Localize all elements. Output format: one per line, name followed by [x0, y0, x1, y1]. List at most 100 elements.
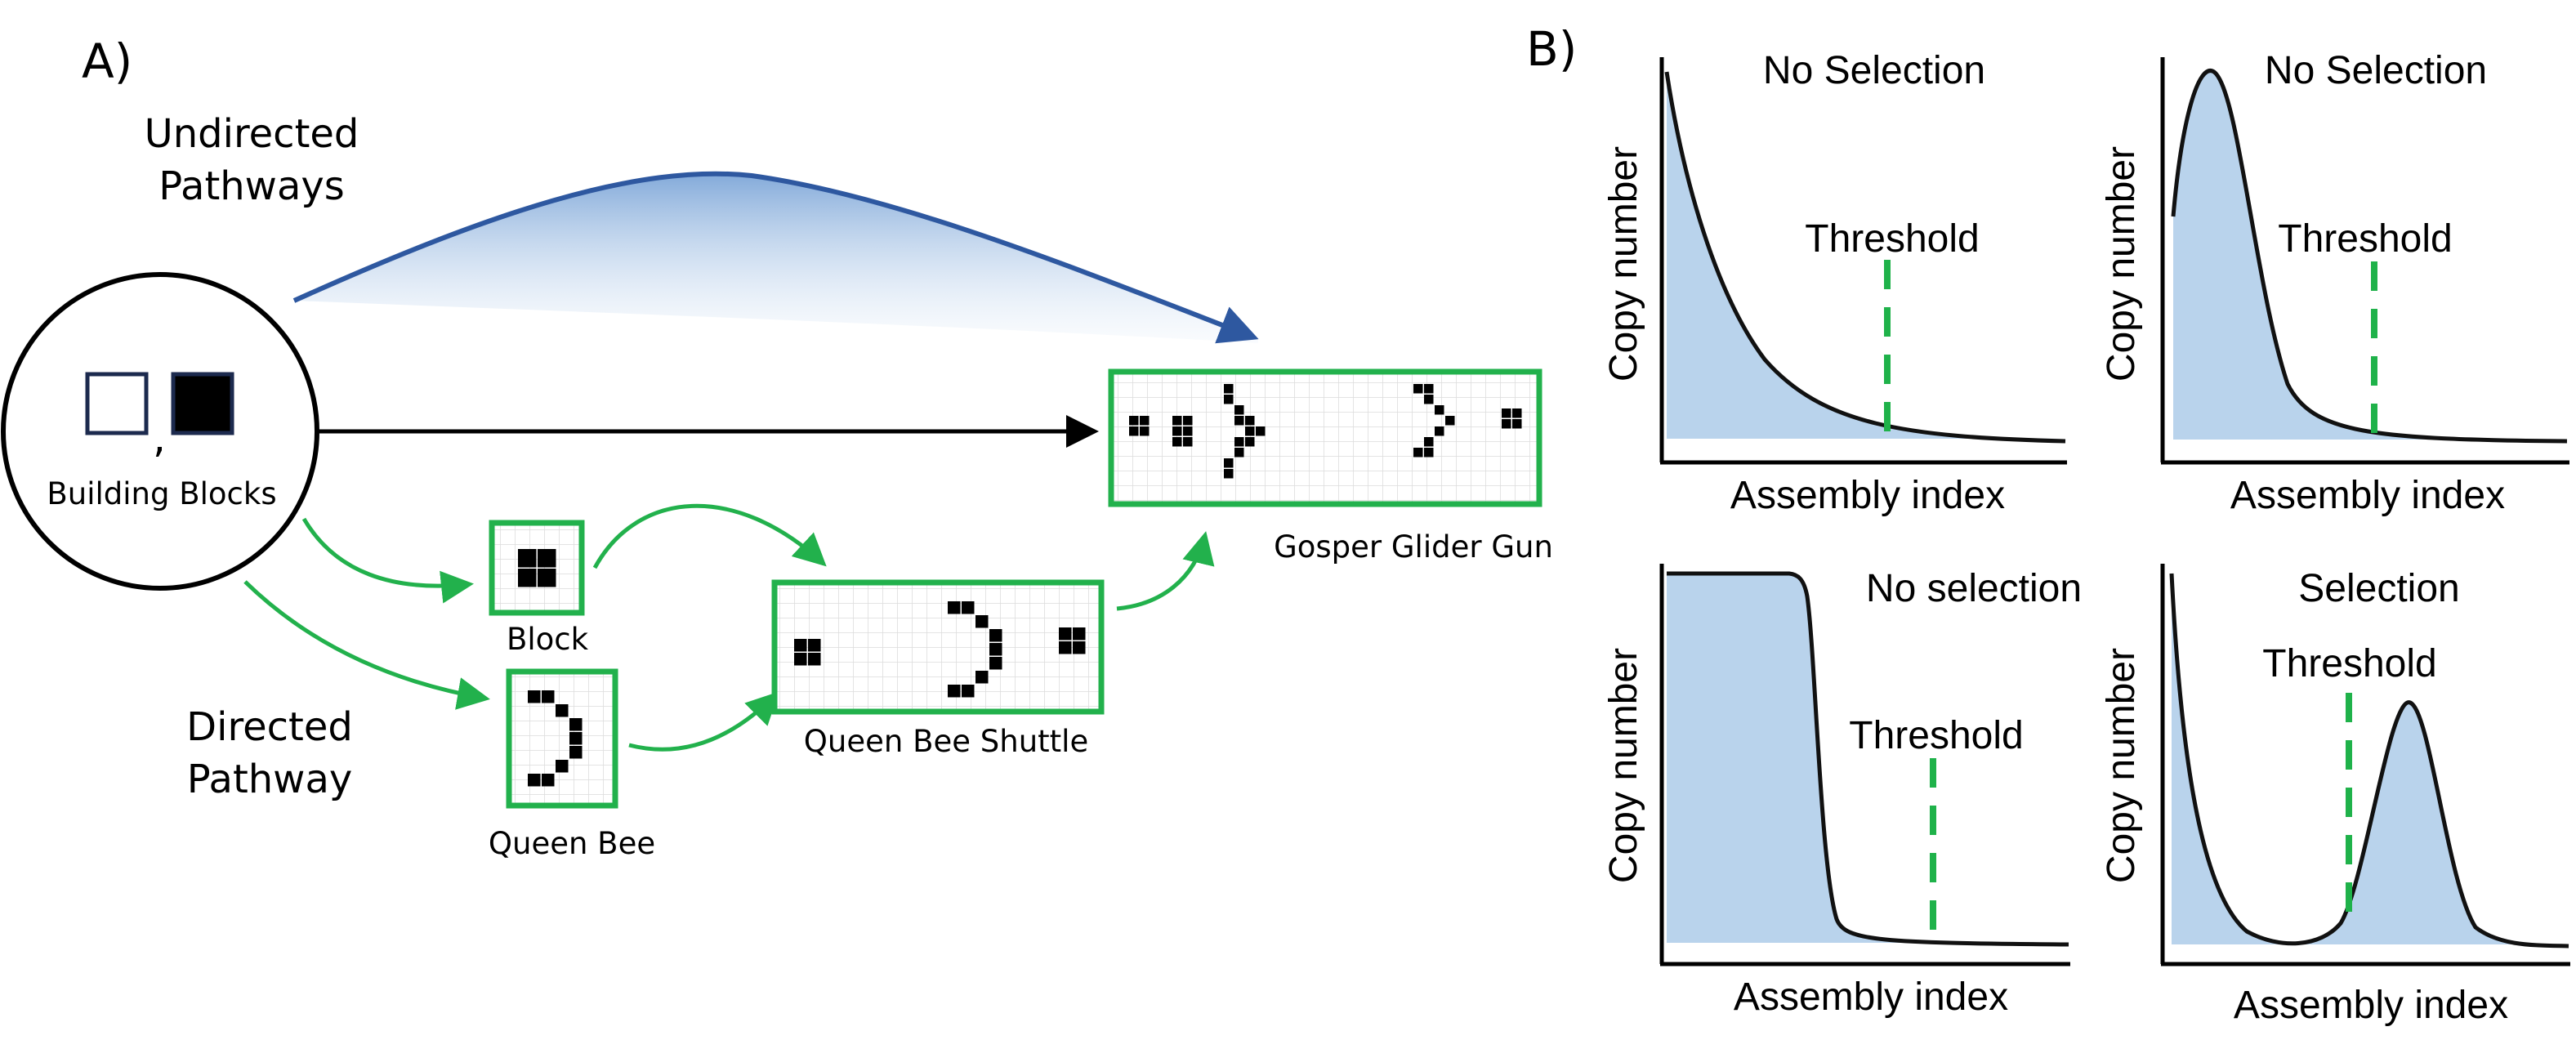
- live-cell: [1224, 384, 1234, 394]
- live-cell: [808, 653, 821, 666]
- chart3-threshold-label: Threshold: [1849, 714, 2023, 757]
- chart3-curve: [1667, 571, 2069, 947]
- live-cell: [518, 549, 537, 568]
- queen-bee-box: [506, 668, 618, 809]
- live-cell: [989, 629, 1002, 642]
- chart4-ylabel: Copy number: [2100, 648, 2143, 883]
- chart1-threshold-label: Threshold: [1805, 217, 1979, 261]
- chart1-title: No Selection: [1763, 49, 1985, 92]
- live-cell: [1413, 384, 1423, 394]
- live-cell: [1234, 437, 1244, 447]
- chart-top-left: No Selection Threshold Assembly index Co…: [1602, 49, 2067, 517]
- chart3-xlabel: Assembly index: [1734, 975, 2008, 1019]
- live-cell: [962, 601, 975, 614]
- live-cell: [569, 732, 583, 745]
- chart4-xlabel: Assembly index: [2234, 984, 2508, 1027]
- live-cell: [1512, 408, 1522, 418]
- chart-bottom-left: No selection Threshold Assembly index Co…: [1602, 564, 2082, 1019]
- live-cell: [794, 653, 807, 666]
- live-cell: [1073, 627, 1086, 641]
- chart-top-right: No Selection Threshold Assembly index Co…: [2100, 49, 2569, 517]
- live-cell: [1245, 437, 1255, 447]
- filled-cell-icon: [171, 372, 234, 435]
- live-cell: [1172, 437, 1182, 447]
- chart1-ylabel: Copy number: [1602, 146, 1645, 382]
- live-cell: [1224, 458, 1234, 468]
- live-cell: [518, 569, 537, 587]
- gosper-glider-gun-box: [1108, 368, 1542, 507]
- live-cell: [1424, 437, 1434, 447]
- chart1-curve: [1664, 71, 2066, 444]
- panel-b-label: B): [1526, 21, 1577, 77]
- undirected-arc-fill: [294, 173, 1258, 343]
- panel-a-label: A): [82, 33, 132, 89]
- live-cell: [1245, 416, 1255, 426]
- chart1-area: [1667, 72, 2065, 439]
- arrow-to-block: [301, 517, 474, 604]
- live-cell: [808, 639, 821, 652]
- chart3-title: No selection: [1866, 567, 2082, 610]
- chart4-curve: [2169, 573, 2569, 949]
- queen-bee-shuttle-pattern: [794, 601, 1086, 698]
- live-cell: [1059, 627, 1072, 641]
- live-cell: [569, 746, 583, 759]
- live-cell: [1172, 426, 1182, 436]
- arrow-to-queen-bee: [243, 580, 490, 710]
- chart1-xlabel: Assembly index: [1730, 474, 2005, 517]
- gosper-glider-gun-label: Gosper Glider Gun: [1274, 529, 1553, 565]
- live-cell: [1224, 395, 1234, 404]
- directed-label-line2: Pathway: [187, 757, 353, 802]
- block-box: [489, 520, 585, 616]
- live-cell: [556, 704, 569, 717]
- chart3-area: [1667, 574, 2067, 943]
- live-cell: [538, 569, 556, 587]
- live-cell: [1183, 426, 1193, 436]
- live-cell: [1183, 437, 1193, 447]
- live-cell: [528, 690, 541, 703]
- queen-bee-shuttle-box: [771, 579, 1105, 715]
- live-cell: [538, 549, 556, 568]
- queen-bee-pattern: [528, 690, 583, 787]
- live-cell: [556, 760, 569, 773]
- live-cell: [1256, 426, 1266, 436]
- live-cell: [1502, 419, 1511, 429]
- live-cell: [1129, 416, 1139, 426]
- live-cell: [1424, 395, 1434, 404]
- live-cell: [1445, 416, 1455, 426]
- live-cell: [1224, 469, 1234, 479]
- live-cell: [1129, 426, 1139, 436]
- live-cell: [794, 639, 807, 652]
- chart2-area: [2173, 70, 2565, 440]
- building-blocks-label: Building Blocks: [47, 476, 276, 511]
- live-cell: [989, 657, 1002, 670]
- live-cell: [1424, 384, 1434, 394]
- comma-separator: ,: [153, 414, 166, 462]
- chart-bottom-right: Selection Threshold Assembly index Copy …: [2100, 564, 2570, 1027]
- chart4-title: Selection: [2298, 567, 2459, 610]
- chart2-xlabel: Assembly index: [2230, 474, 2505, 517]
- directed-label-line1: Directed: [186, 704, 353, 750]
- live-cell: [1435, 405, 1444, 415]
- undirected-label-line2: Pathways: [158, 163, 345, 209]
- empty-cell-icon: [85, 372, 149, 435]
- live-cell: [1234, 416, 1244, 426]
- live-cell: [1435, 426, 1444, 436]
- live-cell: [1424, 448, 1434, 458]
- live-cell: [1234, 405, 1244, 415]
- live-cell: [948, 601, 961, 614]
- live-cell: [528, 774, 541, 787]
- panel-b: B) No Selection Threshold Assembly index…: [1526, 21, 2570, 1027]
- queen-bee-label: Queen Bee: [489, 826, 655, 861]
- undirected-arrow: [292, 171, 1259, 344]
- live-cell: [1234, 448, 1244, 458]
- chart4-area: [2172, 574, 2567, 945]
- chart2-threshold-label: Threshold: [2278, 217, 2452, 261]
- live-cell: [569, 718, 583, 731]
- arrow-queen-to-shuttle: [628, 691, 779, 752]
- live-cell: [1172, 416, 1182, 426]
- chart2-title: No Selection: [2265, 49, 2487, 92]
- live-cell: [989, 643, 1002, 656]
- live-cell: [1073, 641, 1086, 654]
- chart2-ylabel: Copy number: [2100, 146, 2143, 382]
